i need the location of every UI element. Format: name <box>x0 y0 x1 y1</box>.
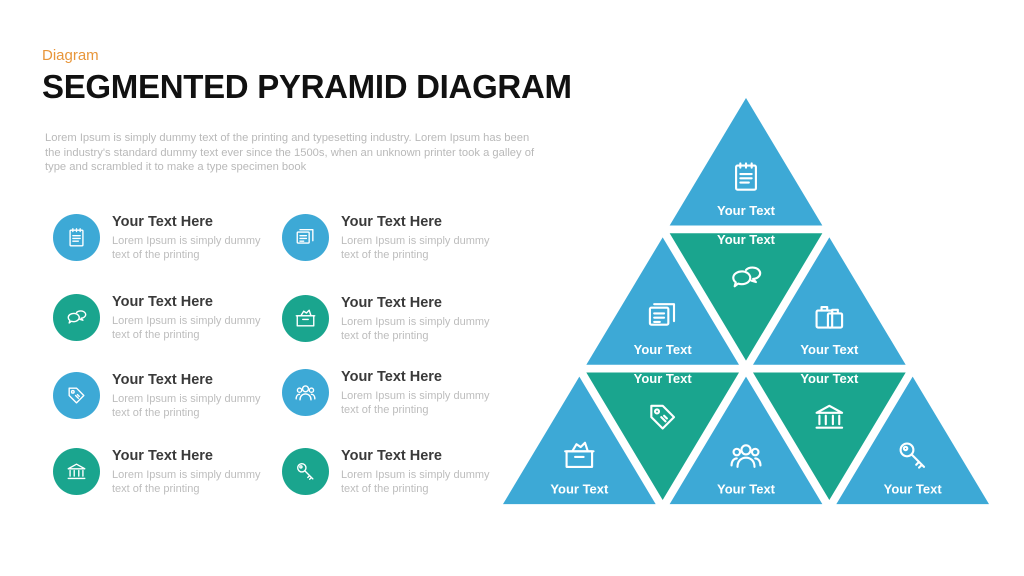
pyramid-segment-label: Your Text <box>634 371 693 386</box>
pyramid-segment: Your Text <box>669 232 823 361</box>
list-item: Your Text Here Lorem Ipsum is simply dum… <box>282 448 497 500</box>
item-heading: Your Text Here <box>341 369 442 385</box>
box-icon <box>564 441 595 468</box>
notepad-icon <box>735 162 757 191</box>
pyramid-segment: Your Text <box>752 237 906 365</box>
pyramid-triangle <box>586 237 740 365</box>
pyramid-triangle <box>752 372 906 500</box>
price-tag-icon <box>68 387 85 404</box>
suitcases-icon <box>815 305 844 329</box>
item-icon-circle <box>282 369 329 416</box>
list-item: Your Text Here Lorem Ipsum is simply dum… <box>53 214 268 266</box>
item-heading: Your Text Here <box>341 295 442 311</box>
pyramid-segment-label: Your Text <box>634 342 693 357</box>
chat-bubbles-icon <box>732 266 762 288</box>
documents-icon <box>296 229 314 244</box>
item-body: Lorem Ipsum is simply dummy text of the … <box>112 235 261 261</box>
item-heading: Your Text Here <box>112 214 213 230</box>
notepad-icon <box>69 228 84 247</box>
pyramid-segment-label: Your Text <box>800 371 859 386</box>
list-item: Your Text Here Lorem Ipsum is simply dum… <box>53 448 268 500</box>
item-icon-circle <box>53 214 100 261</box>
pyramid-triangle <box>586 372 740 500</box>
page-title: SEGMENTED PYRAMID DIAGRAM <box>42 68 572 105</box>
pyramid-segment-label: Your Text <box>717 232 776 247</box>
key-icon <box>899 442 926 469</box>
item-heading: Your Text Here <box>112 294 213 310</box>
item-heading: Your Text Here <box>112 372 213 388</box>
pyramid-triangle <box>752 237 906 365</box>
pyramid-segment-label: Your Text <box>717 482 776 497</box>
list-item: Your Text Here Lorem Ipsum is simply dum… <box>282 295 497 347</box>
pyramid-triangle <box>669 98 823 226</box>
pyramid-triangle <box>502 376 656 505</box>
pyramid-segment: Your Text <box>669 98 823 226</box>
item-icon-circle <box>282 214 329 261</box>
pyramid-segment: Your Text <box>586 237 740 365</box>
pyramid-segment-label: Your Text <box>884 482 943 497</box>
item-icon-circle <box>282 448 329 495</box>
item-body: Lorem Ipsum is simply dummy text of the … <box>341 469 490 495</box>
box-icon <box>295 309 316 327</box>
pyramid-segment: Your Text <box>752 371 906 500</box>
bank-icon <box>815 404 844 429</box>
item-body: Lorem Ipsum is simply dummy text of the … <box>112 315 261 341</box>
list-item: Your Text Here Lorem Ipsum is simply dum… <box>53 372 268 424</box>
chat-bubbles-icon <box>67 310 87 324</box>
description-text: Lorem Ipsum is simply dummy text of the … <box>45 132 535 173</box>
item-body: Lorem Ipsum is simply dummy text of the … <box>112 393 261 419</box>
users-icon <box>295 385 316 401</box>
item-heading: Your Text Here <box>112 448 213 464</box>
pyramid-triangle <box>669 376 823 505</box>
users-icon <box>730 444 762 468</box>
item-heading: Your Text Here <box>341 214 442 230</box>
category-label: Diagram <box>42 47 99 64</box>
key-icon <box>297 463 314 480</box>
pyramid-segment: Your Text <box>669 376 823 505</box>
pyramid-segment-label: Your Text <box>550 482 609 497</box>
pyramid-segment-label: Your Text <box>800 342 859 357</box>
pyramid-segment: Your Text <box>836 376 990 505</box>
pyramid-segment-label: Your Text <box>717 203 776 218</box>
item-body: Lorem Ipsum is simply dummy text of the … <box>341 235 490 261</box>
item-body: Lorem Ipsum is simply dummy text of the … <box>112 469 261 495</box>
documents-icon <box>648 303 676 326</box>
item-icon-circle <box>53 294 100 341</box>
item-heading: Your Text Here <box>341 448 442 464</box>
pyramid-segment: Your Text <box>586 371 740 500</box>
item-body: Lorem Ipsum is simply dummy text of the … <box>341 316 490 342</box>
item-icon-circle <box>53 448 100 495</box>
list-item: Your Text Here Lorem Ipsum is simply dum… <box>282 214 497 266</box>
list-item: Your Text Here Lorem Ipsum is simply dum… <box>282 369 497 421</box>
list-item: Your Text Here Lorem Ipsum is simply dum… <box>53 294 268 346</box>
pyramid-triangle <box>669 233 823 361</box>
item-body: Lorem Ipsum is simply dummy text of the … <box>341 390 490 416</box>
item-icon-circle <box>282 295 329 342</box>
pyramid-segment: Your Text <box>502 376 656 505</box>
bank-icon <box>67 463 86 480</box>
item-icon-circle <box>53 372 100 419</box>
price-tag-icon <box>650 404 676 430</box>
pyramid-triangle <box>836 376 990 505</box>
